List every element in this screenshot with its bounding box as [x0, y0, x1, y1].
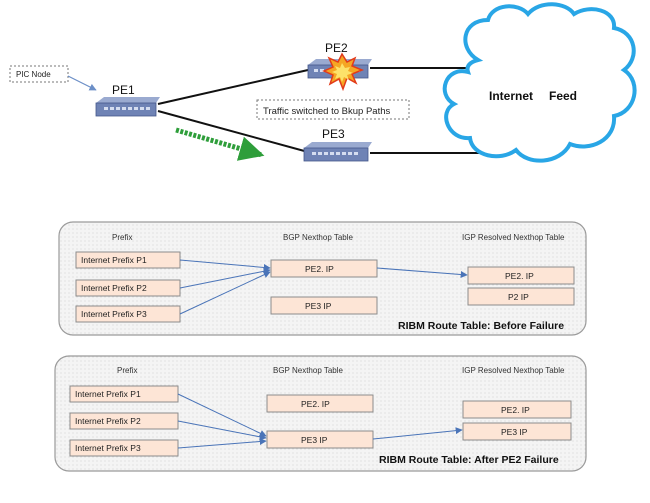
- arrow-p3-bgp: [179, 271, 271, 315]
- panel-before: [58, 221, 587, 336]
- internet-cloud-icon: [442, 2, 637, 163]
- bgp-box-pe2: [266, 394, 374, 413]
- igp-box-1: [462, 400, 572, 419]
- arrow-p2-bgp: [179, 267, 271, 289]
- col-bgp-header: BGP Nexthop Table: [283, 233, 354, 242]
- prefix-label-p1: Internet Prefix P1: [81, 255, 147, 265]
- col-igp-header: IGP Resolved Nexthop Table: [462, 233, 565, 242]
- arrow-p1-bgp: [179, 259, 271, 271]
- pic-node-label: PIC Node: [16, 70, 51, 79]
- link-pe1-pe3: [157, 110, 309, 153]
- pe3-label: PE3: [322, 127, 345, 141]
- prefix-label-p3: Internet Prefix P3: [81, 309, 147, 319]
- panel-before-title: RIBM Route Table: Before Failure: [398, 320, 564, 332]
- traffic-note-label: Traffic switched to Bkup Paths: [263, 106, 391, 117]
- col-prefix-header: Prefix: [112, 233, 132, 242]
- col-igp-header: IGP Resolved Nexthop Table: [462, 366, 565, 375]
- failure-explosion-icon: [322, 52, 365, 92]
- pic-node-box: [9, 65, 69, 83]
- prefix-label-p2: Internet Prefix P2: [81, 283, 147, 293]
- bgp-label-pe3: PE3 IP: [301, 435, 328, 445]
- cloud-label-internet: Internet: [489, 89, 533, 103]
- igp-box-2: [467, 287, 575, 306]
- pe1-label: PE1: [112, 83, 135, 97]
- prefix-label-p2: Internet Prefix P2: [75, 416, 141, 426]
- igp-label-1: PE2. IP: [501, 405, 530, 415]
- panel-after: [54, 355, 587, 472]
- igp-label-2: PE3 IP: [501, 427, 528, 437]
- igp-box-1: [467, 266, 575, 285]
- prefix-label-p1: Internet Prefix P1: [75, 389, 141, 399]
- pic-node-arrow: [67, 75, 97, 91]
- panel-after-title: RIBM Route Table: After PE2 Failure: [379, 454, 559, 466]
- router-pe3-icon: [303, 142, 372, 162]
- router-pe1-icon: [95, 97, 160, 117]
- network-topology: Internet Feed PIC Node PE1: [9, 2, 637, 163]
- bgp-box-pe3: [270, 296, 378, 315]
- bgp-label-pe3: PE3 IP: [305, 301, 332, 311]
- igp-box-2: [462, 422, 572, 441]
- arrow-p1-bgp: [177, 393, 267, 437]
- prefix-label-p3: Internet Prefix P3: [75, 443, 141, 453]
- arrow-p3-bgp: [177, 438, 267, 449]
- igp-label-2: P2 IP: [508, 292, 529, 302]
- pe2-label: PE2: [325, 41, 348, 55]
- col-prefix-header: Prefix: [117, 366, 137, 375]
- bgp-box-pe3: [266, 430, 374, 449]
- cloud-label-feed: Feed: [549, 89, 577, 103]
- ribm-table-before: Prefix BGP Nexthop Table IGP Resolved Ne…: [58, 221, 587, 336]
- link-pe1-pe2: [157, 69, 309, 105]
- traffic-note-box: [256, 99, 410, 120]
- igp-label-1: PE2. IP: [505, 271, 534, 281]
- backup-path-arrow: [175, 127, 265, 161]
- col-bgp-header: BGP Nexthop Table: [273, 366, 344, 375]
- bgp-label-pe2: PE2. IP: [305, 264, 334, 274]
- ribm-table-after: Prefix BGP Nexthop Table IGP Resolved Ne…: [54, 355, 587, 472]
- arrow-bgp-igp: [376, 267, 468, 279]
- bgp-label-pe2: PE2. IP: [301, 399, 330, 409]
- arrow-p2-bgp: [177, 420, 267, 441]
- arrow-bgp-igp: [372, 427, 463, 440]
